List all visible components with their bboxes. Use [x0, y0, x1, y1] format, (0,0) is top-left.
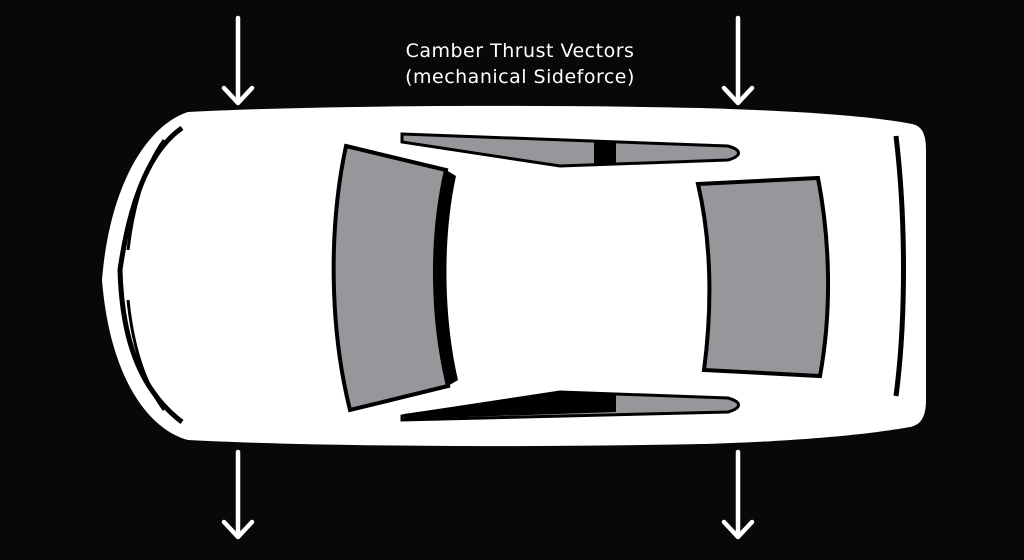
windshield [331, 143, 451, 413]
diagram-title-line2: (mechanical Sideforce) [405, 66, 635, 88]
rear-trim-line [893, 135, 906, 397]
windshield-shadow [434, 170, 458, 386]
side-window-bottom-dark [404, 392, 616, 419]
front-bumper-accent [126, 139, 166, 251]
diagram-title-line1: Camber Thrust Vectors [405, 40, 635, 62]
arrow-down-icon [721, 449, 755, 540]
b-pillar-top [594, 141, 616, 165]
front-bumper-accent [126, 299, 166, 411]
rear-window [695, 175, 831, 379]
car-top-view-icon [102, 105, 926, 447]
arrow-down-icon [721, 15, 755, 106]
arrow-down-icon [221, 15, 255, 106]
arrow-down-icon [221, 449, 255, 540]
